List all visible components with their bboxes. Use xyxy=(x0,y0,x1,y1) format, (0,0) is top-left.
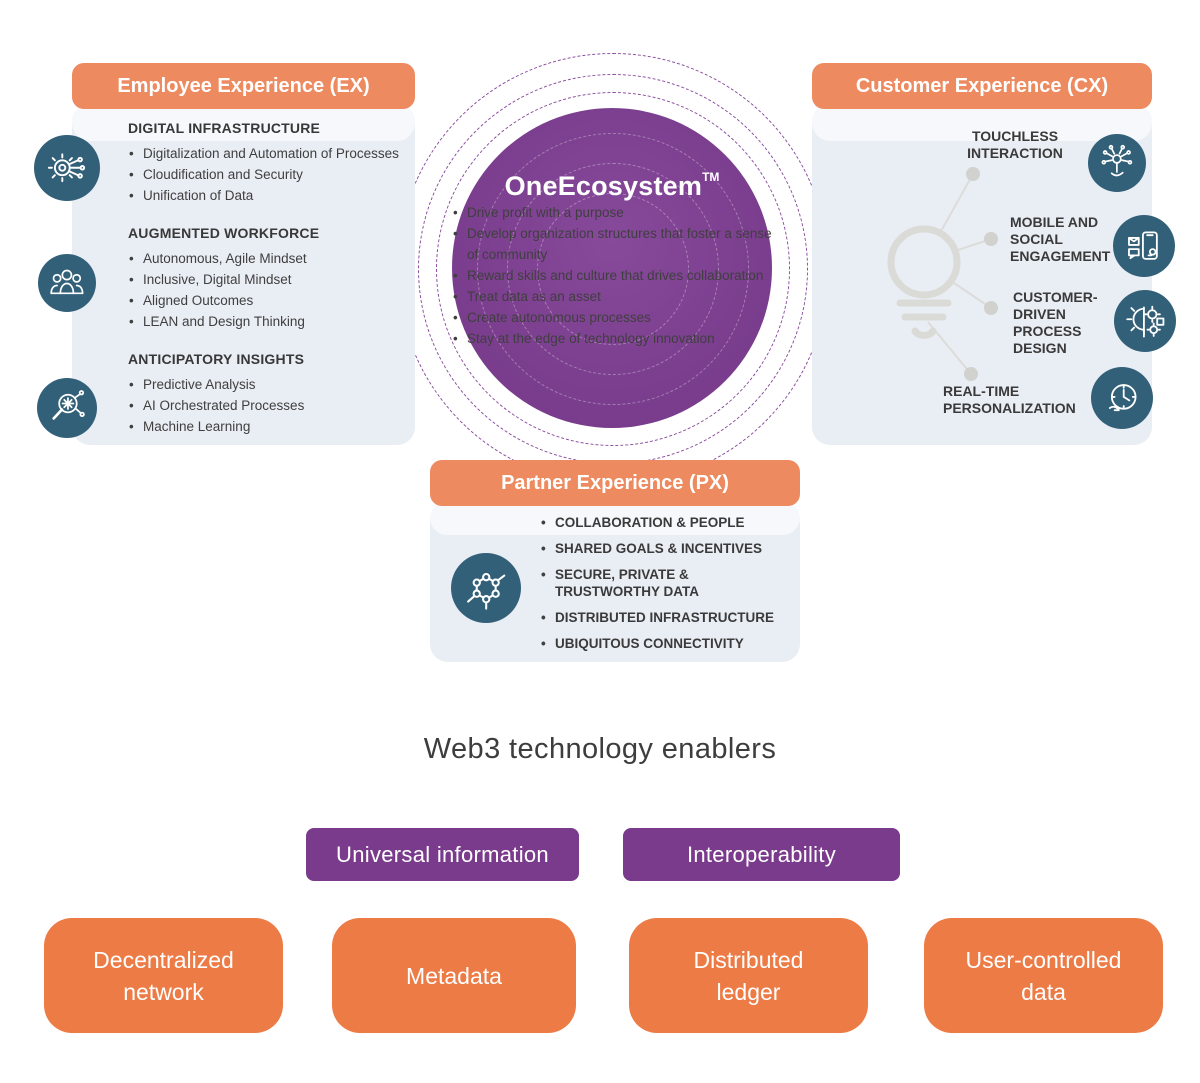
team-icon xyxy=(38,254,96,312)
ecosystem-bullet: Drive profit with a purpose xyxy=(452,202,772,223)
cx-panel-highlight xyxy=(812,104,1152,141)
ex-section-augmented-workforce: AUGMENTED WORKFORCE Autonomous, Agile Mi… xyxy=(128,225,407,332)
bullet-item: AI Orchestrated Processes xyxy=(128,395,407,416)
px-bullet-item: SECURE, PRIVATE & TRUSTWORTHY DATA xyxy=(540,566,792,600)
molecule-icon xyxy=(451,553,521,623)
px-panel-header: Partner Experience (PX) xyxy=(430,460,800,506)
bullet-item: Cloudification and Security xyxy=(128,164,407,185)
bullet-item: Unification of Data xyxy=(128,185,407,206)
px-bullet-item: COLLABORATION & PEOPLE xyxy=(540,514,792,531)
section-heading: DIGITAL INFRASTRUCTURE xyxy=(128,120,321,136)
px-bullet-item: DISTRIBUTED INFRASTRUCTURE xyxy=(540,609,792,626)
touch-network-icon xyxy=(1088,134,1146,192)
section-heading: ANTICIPATORY INSIGHTS xyxy=(128,351,305,367)
cx-panel-header: Customer Experience (CX) xyxy=(812,63,1152,109)
cx-label-real-time-personalization: REAL-TIME PERSONALIZATION xyxy=(943,383,1076,416)
process-design-icon xyxy=(1114,290,1176,352)
bullet-item: Inclusive, Digital Mindset xyxy=(128,269,407,290)
chip-metadata: Metadata xyxy=(332,918,576,1033)
trademark-mark: TM xyxy=(702,170,720,184)
px-bullet-item: SHARED GOALS & INCENTIVES xyxy=(540,540,792,557)
ecosystem-bullet: Treat data as an asset xyxy=(452,286,772,307)
lightbulb-connector-graphic xyxy=(887,167,998,381)
bullet-item: LEAN and Design Thinking xyxy=(128,311,407,332)
chip-universal-information: Universal information xyxy=(306,828,579,881)
realtime-clock-icon xyxy=(1091,367,1153,429)
mobile-social-icon xyxy=(1113,215,1175,277)
ecosystem-bullet: Develop organization structures that fos… xyxy=(452,223,772,265)
cx-label-customer-driven-process-design: CUSTOMER- DRIVEN PROCESS DESIGN xyxy=(1013,289,1098,356)
one-ecosystem-circle: OneEcosystemTM Drive profit with a purpo… xyxy=(452,108,772,428)
ecosystem-bullet: Reward skills and culture that drives co… xyxy=(452,265,772,286)
ex-panel-body: DIGITAL INFRASTRUCTURE Digitalization an… xyxy=(72,104,415,445)
ex-section-digital-infrastructure: DIGITAL INFRASTRUCTURE Digitalization an… xyxy=(128,120,407,206)
web3-section-title: Web3 technology enablers xyxy=(423,733,777,765)
bullet-item: Predictive Analysis xyxy=(128,374,407,395)
ex-panel-header: Employee Experience (EX) xyxy=(72,63,415,109)
bullet-item: Machine Learning xyxy=(128,416,407,437)
cx-label-touchless-interaction: TOUCHLESS INTERACTION xyxy=(967,128,1063,161)
insight-search-icon xyxy=(37,378,97,438)
bullet-item: Autonomous, Agile Mindset xyxy=(128,248,407,269)
bullet-item: Aligned Outcomes xyxy=(128,290,407,311)
chip-distributed-ledger: Distributed ledger xyxy=(629,918,868,1033)
ex-section-anticipatory-insights: ANTICIPATORY INSIGHTS Predictive Analysi… xyxy=(128,351,407,437)
cx-label-mobile-social-engagement: MOBILE AND SOCIAL ENGAGEMENT xyxy=(1010,214,1111,264)
chip-decentralized-network: Decentralized network xyxy=(44,918,283,1033)
ecosystem-title: OneEcosystemTM xyxy=(504,170,720,201)
px-bullet-item: UBIQUITOUS CONNECTIVITY xyxy=(540,635,792,652)
chip-user-controlled-data: User-controlled data xyxy=(924,918,1163,1033)
gear-circuit-icon xyxy=(34,135,100,201)
bullet-item: Digitalization and Automation of Process… xyxy=(128,143,407,164)
ex-panel-highlight xyxy=(72,104,415,141)
chip-interoperability: Interoperability xyxy=(623,828,900,881)
section-heading: AUGMENTED WORKFORCE xyxy=(128,225,320,241)
ecosystem-bullet: Stay at the edge of technology innovatio… xyxy=(452,328,772,349)
ecosystem-bullet: Create autonomous processes xyxy=(452,307,772,328)
